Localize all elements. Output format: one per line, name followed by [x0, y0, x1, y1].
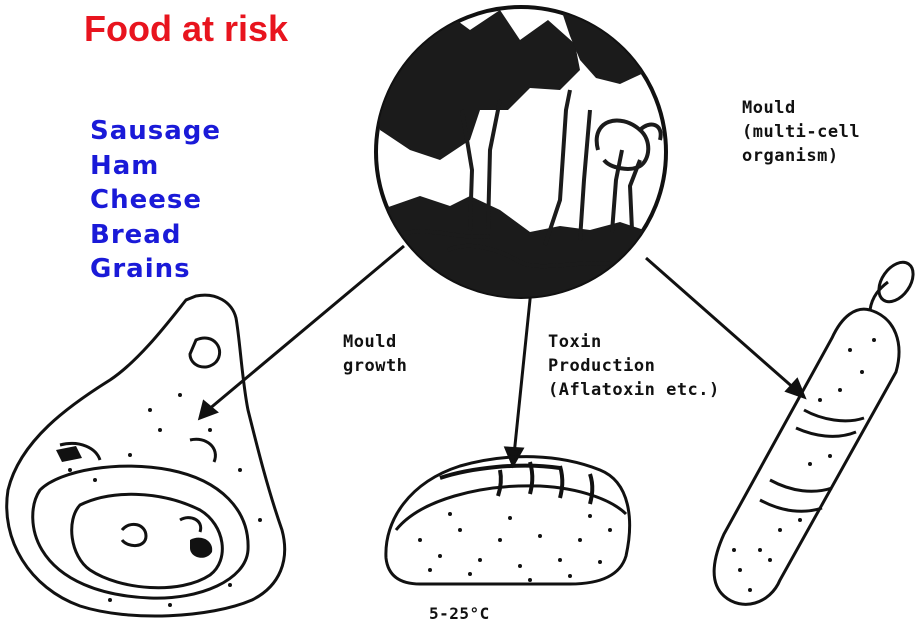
arrow-to-bread [514, 290, 531, 455]
mould-name: Mould [742, 96, 860, 120]
mould-magnified-icon [376, 0, 670, 300]
sausage-icon [714, 256, 920, 604]
growth-line1: Mould [343, 330, 407, 354]
toxin-line1: Toxin [548, 330, 720, 354]
temperature-label: 5-25°C [429, 602, 490, 626]
toxin-production-label: Toxin Production (Aflatoxin etc.) [548, 330, 720, 402]
mould-desc-line1: (multi-cell [742, 120, 860, 144]
toxin-line3: (Aflatoxin etc.) [548, 378, 720, 402]
sausage-texture [732, 338, 876, 592]
bread-crust [440, 462, 592, 504]
mould-growth-label: Mould growth [343, 330, 407, 378]
bread-texture [418, 512, 612, 582]
mould-desc-line2: organism) [742, 144, 860, 168]
bread-icon [386, 457, 630, 584]
toxin-line2: Production [548, 354, 720, 378]
mould-description-label: Mould (multi-cell organism) [742, 96, 860, 168]
ham-icon [7, 295, 285, 616]
growth-line2: growth [343, 354, 407, 378]
